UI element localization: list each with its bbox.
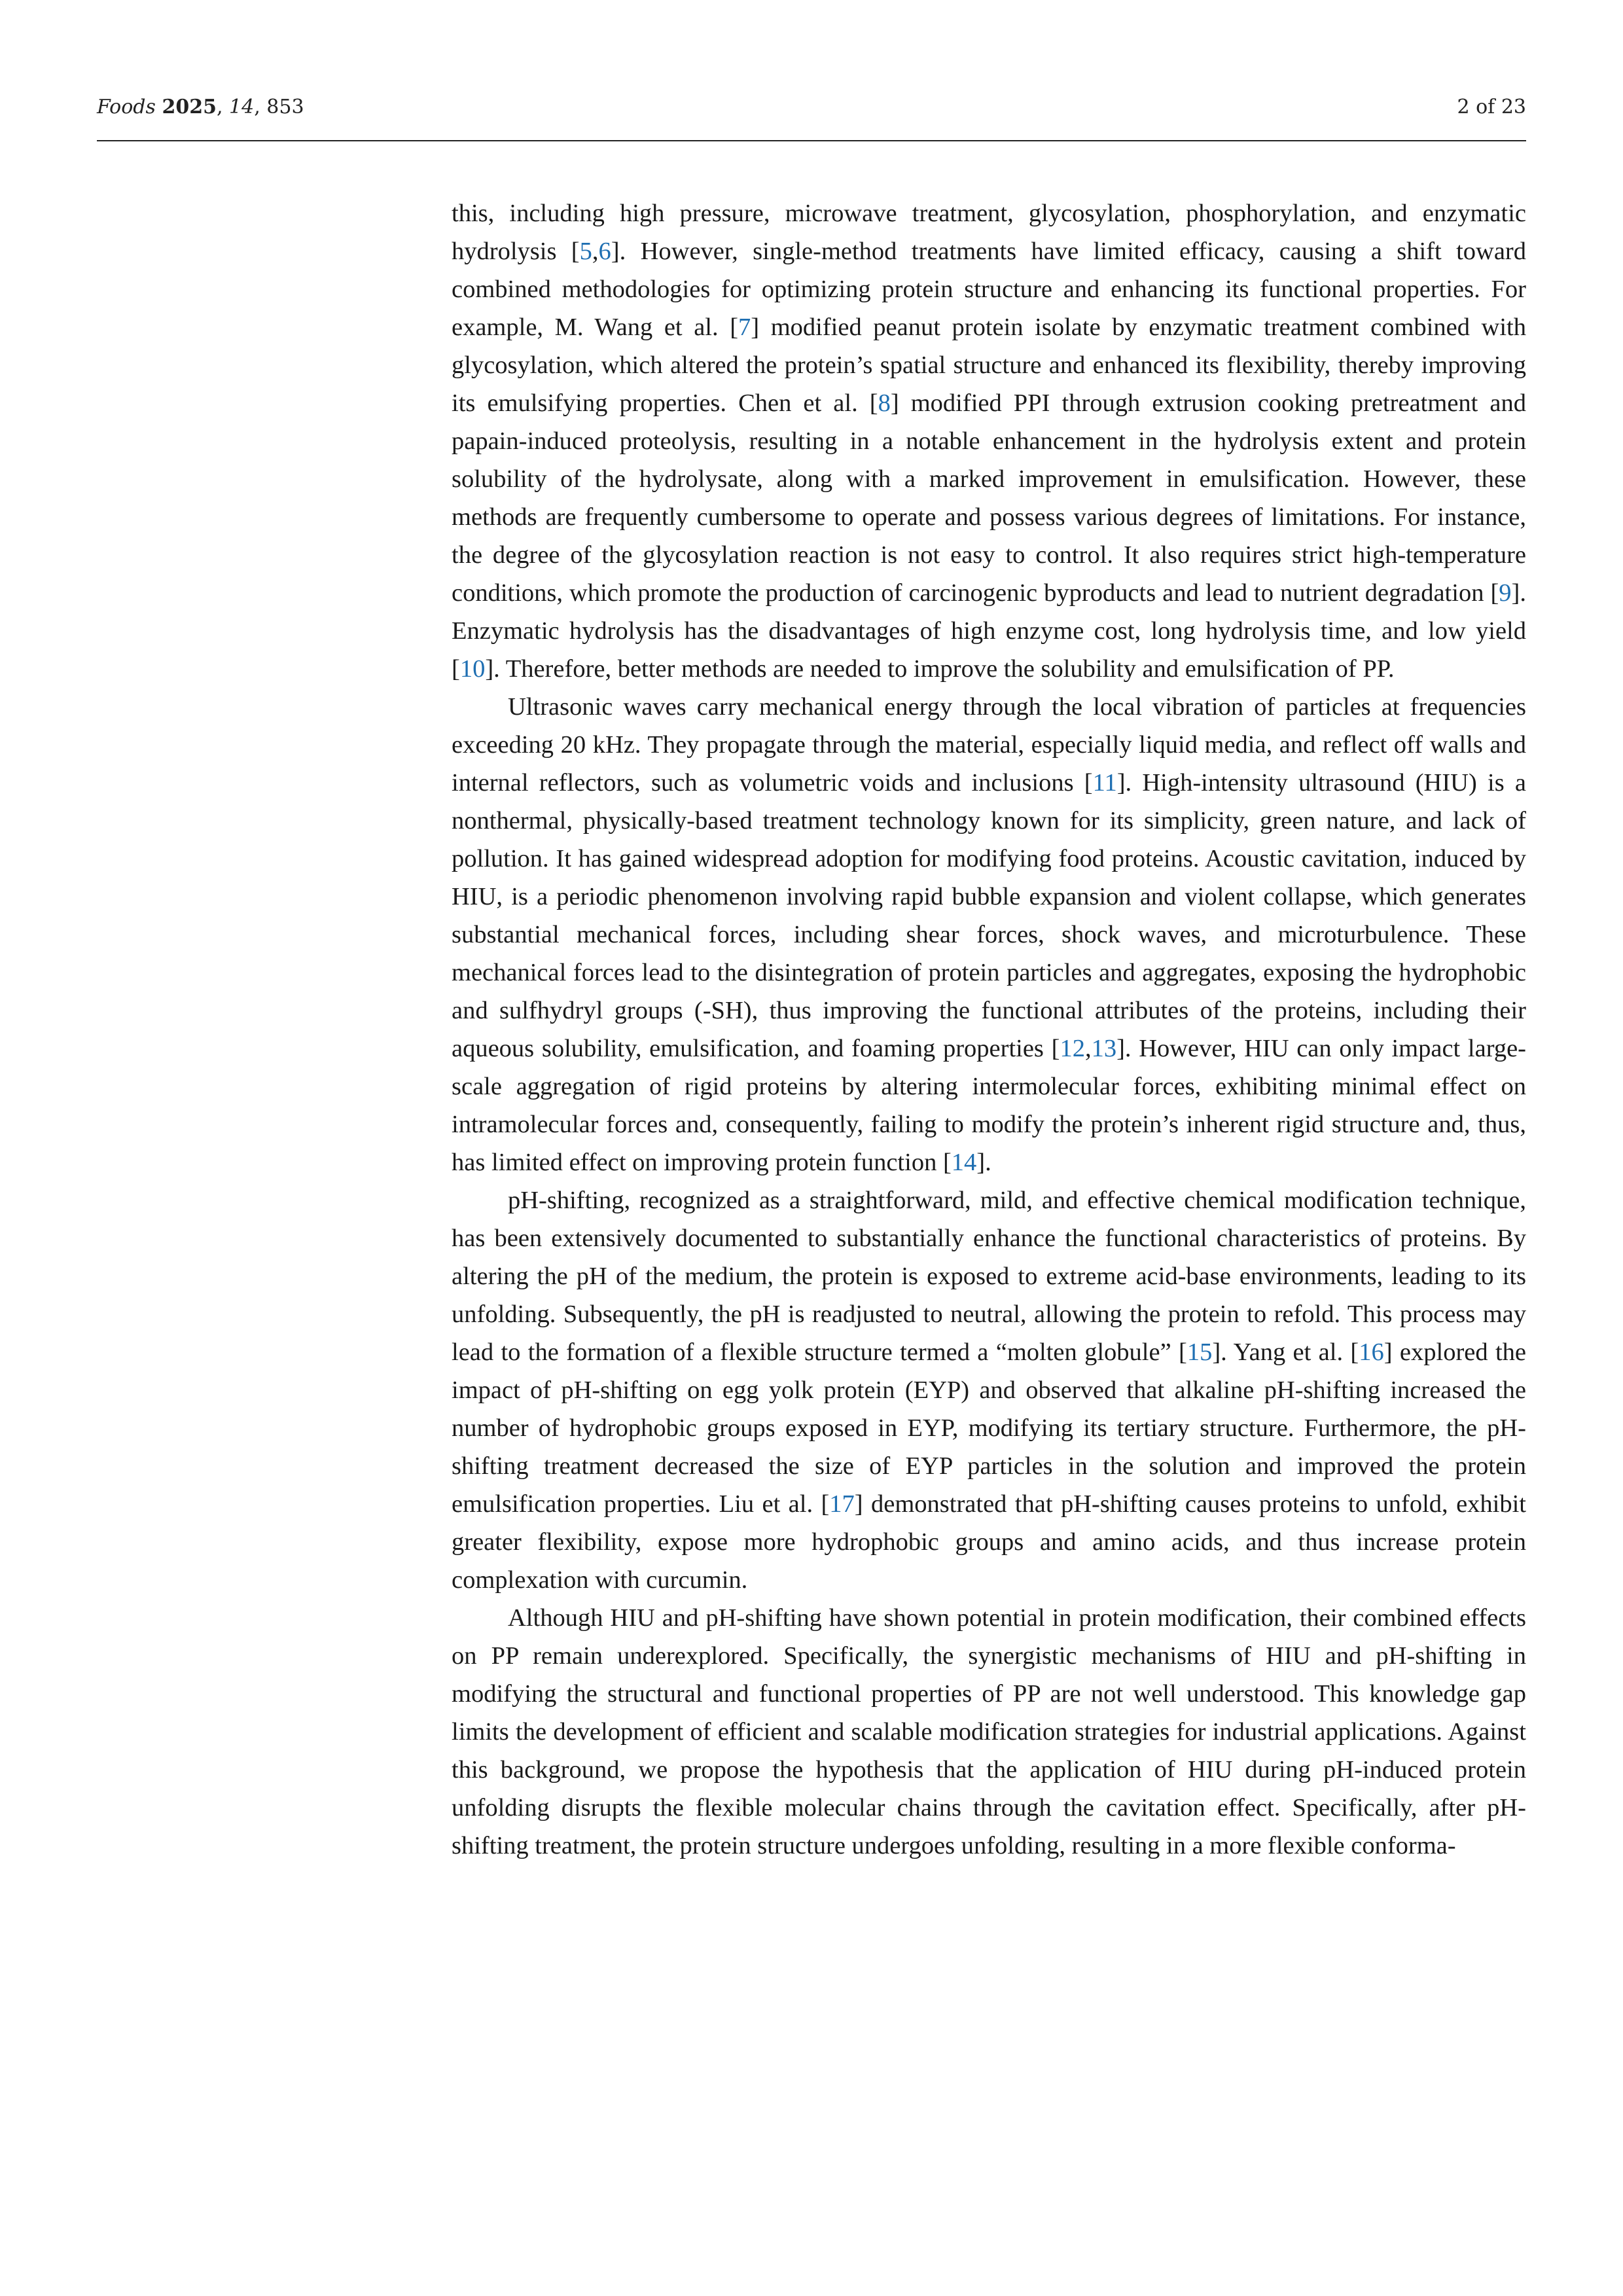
citation-link[interactable]: 13 [1091,1035,1117,1062]
citation-link[interactable]: 5 [579,238,592,265]
journal-name: Foods [97,96,156,118]
paragraph-text: Ultrasonic waves carry mechanical energy… [452,693,1526,797]
paragraph-text: ] modified PPI through extrusion cooking… [452,389,1527,607]
paragraph-text: ] explored the impact of pH-shifting on … [452,1338,1526,1518]
paragraph-text: ]. However, single-method treatments hav… [452,238,1527,341]
paragraph-text: ]. Yang et al. [ [1212,1338,1359,1366]
paragraph-text: , [592,238,599,265]
paragraph-text: ]. [976,1149,991,1176]
journal-citation: Foods 2025, 14, 853 [97,96,304,118]
paragraph: pH-shifting, recognized as a straightfor… [452,1181,1526,1599]
paragraph: Ultrasonic waves carry mechanical energy… [452,688,1526,1181]
paragraph-text: ]. Therefore, better methods are needed … [485,655,1395,683]
citation-link[interactable]: 6 [598,238,611,265]
citation-link[interactable]: 15 [1186,1338,1213,1366]
citation-link[interactable]: 11 [1092,769,1117,797]
paragraph: Although HIU and pH-shifting have shown … [452,1599,1526,1865]
header-divider [97,140,1526,141]
paragraph-text: ]. However, HIU can only impact large-sc… [452,1035,1526,1176]
citation-link[interactable]: 12 [1060,1035,1085,1062]
citation-link[interactable]: 9 [1499,579,1512,607]
paragraph-text: Although HIU and pH-shifting have shown … [452,1604,1526,1859]
paragraph-text: ]. High-intensity ultrasound (HIU) is a … [452,769,1526,1062]
article-number: 853 [266,96,304,118]
body-text: this, including high pressure, microwave… [452,194,1526,1865]
citation-link[interactable]: 16 [1359,1338,1384,1366]
citation-link[interactable]: 14 [951,1149,977,1176]
paragraph-text: ] demonstrated that pH-shifting causes p… [452,1490,1526,1594]
paragraph-text: pH-shifting, recognized as a straightfor… [452,1187,1526,1366]
journal-volume: 14 [229,96,255,118]
citation-link[interactable]: 8 [878,389,891,417]
paragraph-text: ]. Enzymatic hydrolysis has the disadvan… [452,579,1526,683]
citation-link[interactable]: 10 [459,655,486,683]
paragraph-text: , [1084,1035,1092,1062]
page-number: 2 of 23 [1457,96,1527,118]
paragraph: this, including high pressure, microwave… [452,194,1526,688]
paragraph-text: this, including high pressure, microwave… [452,200,1526,265]
citation-link[interactable]: 17 [829,1490,855,1518]
citation-link[interactable]: 7 [738,314,751,341]
journal-year: 2025 [162,96,217,118]
paragraph-text: ] modified peanut protein isolate by enz… [452,314,1526,417]
